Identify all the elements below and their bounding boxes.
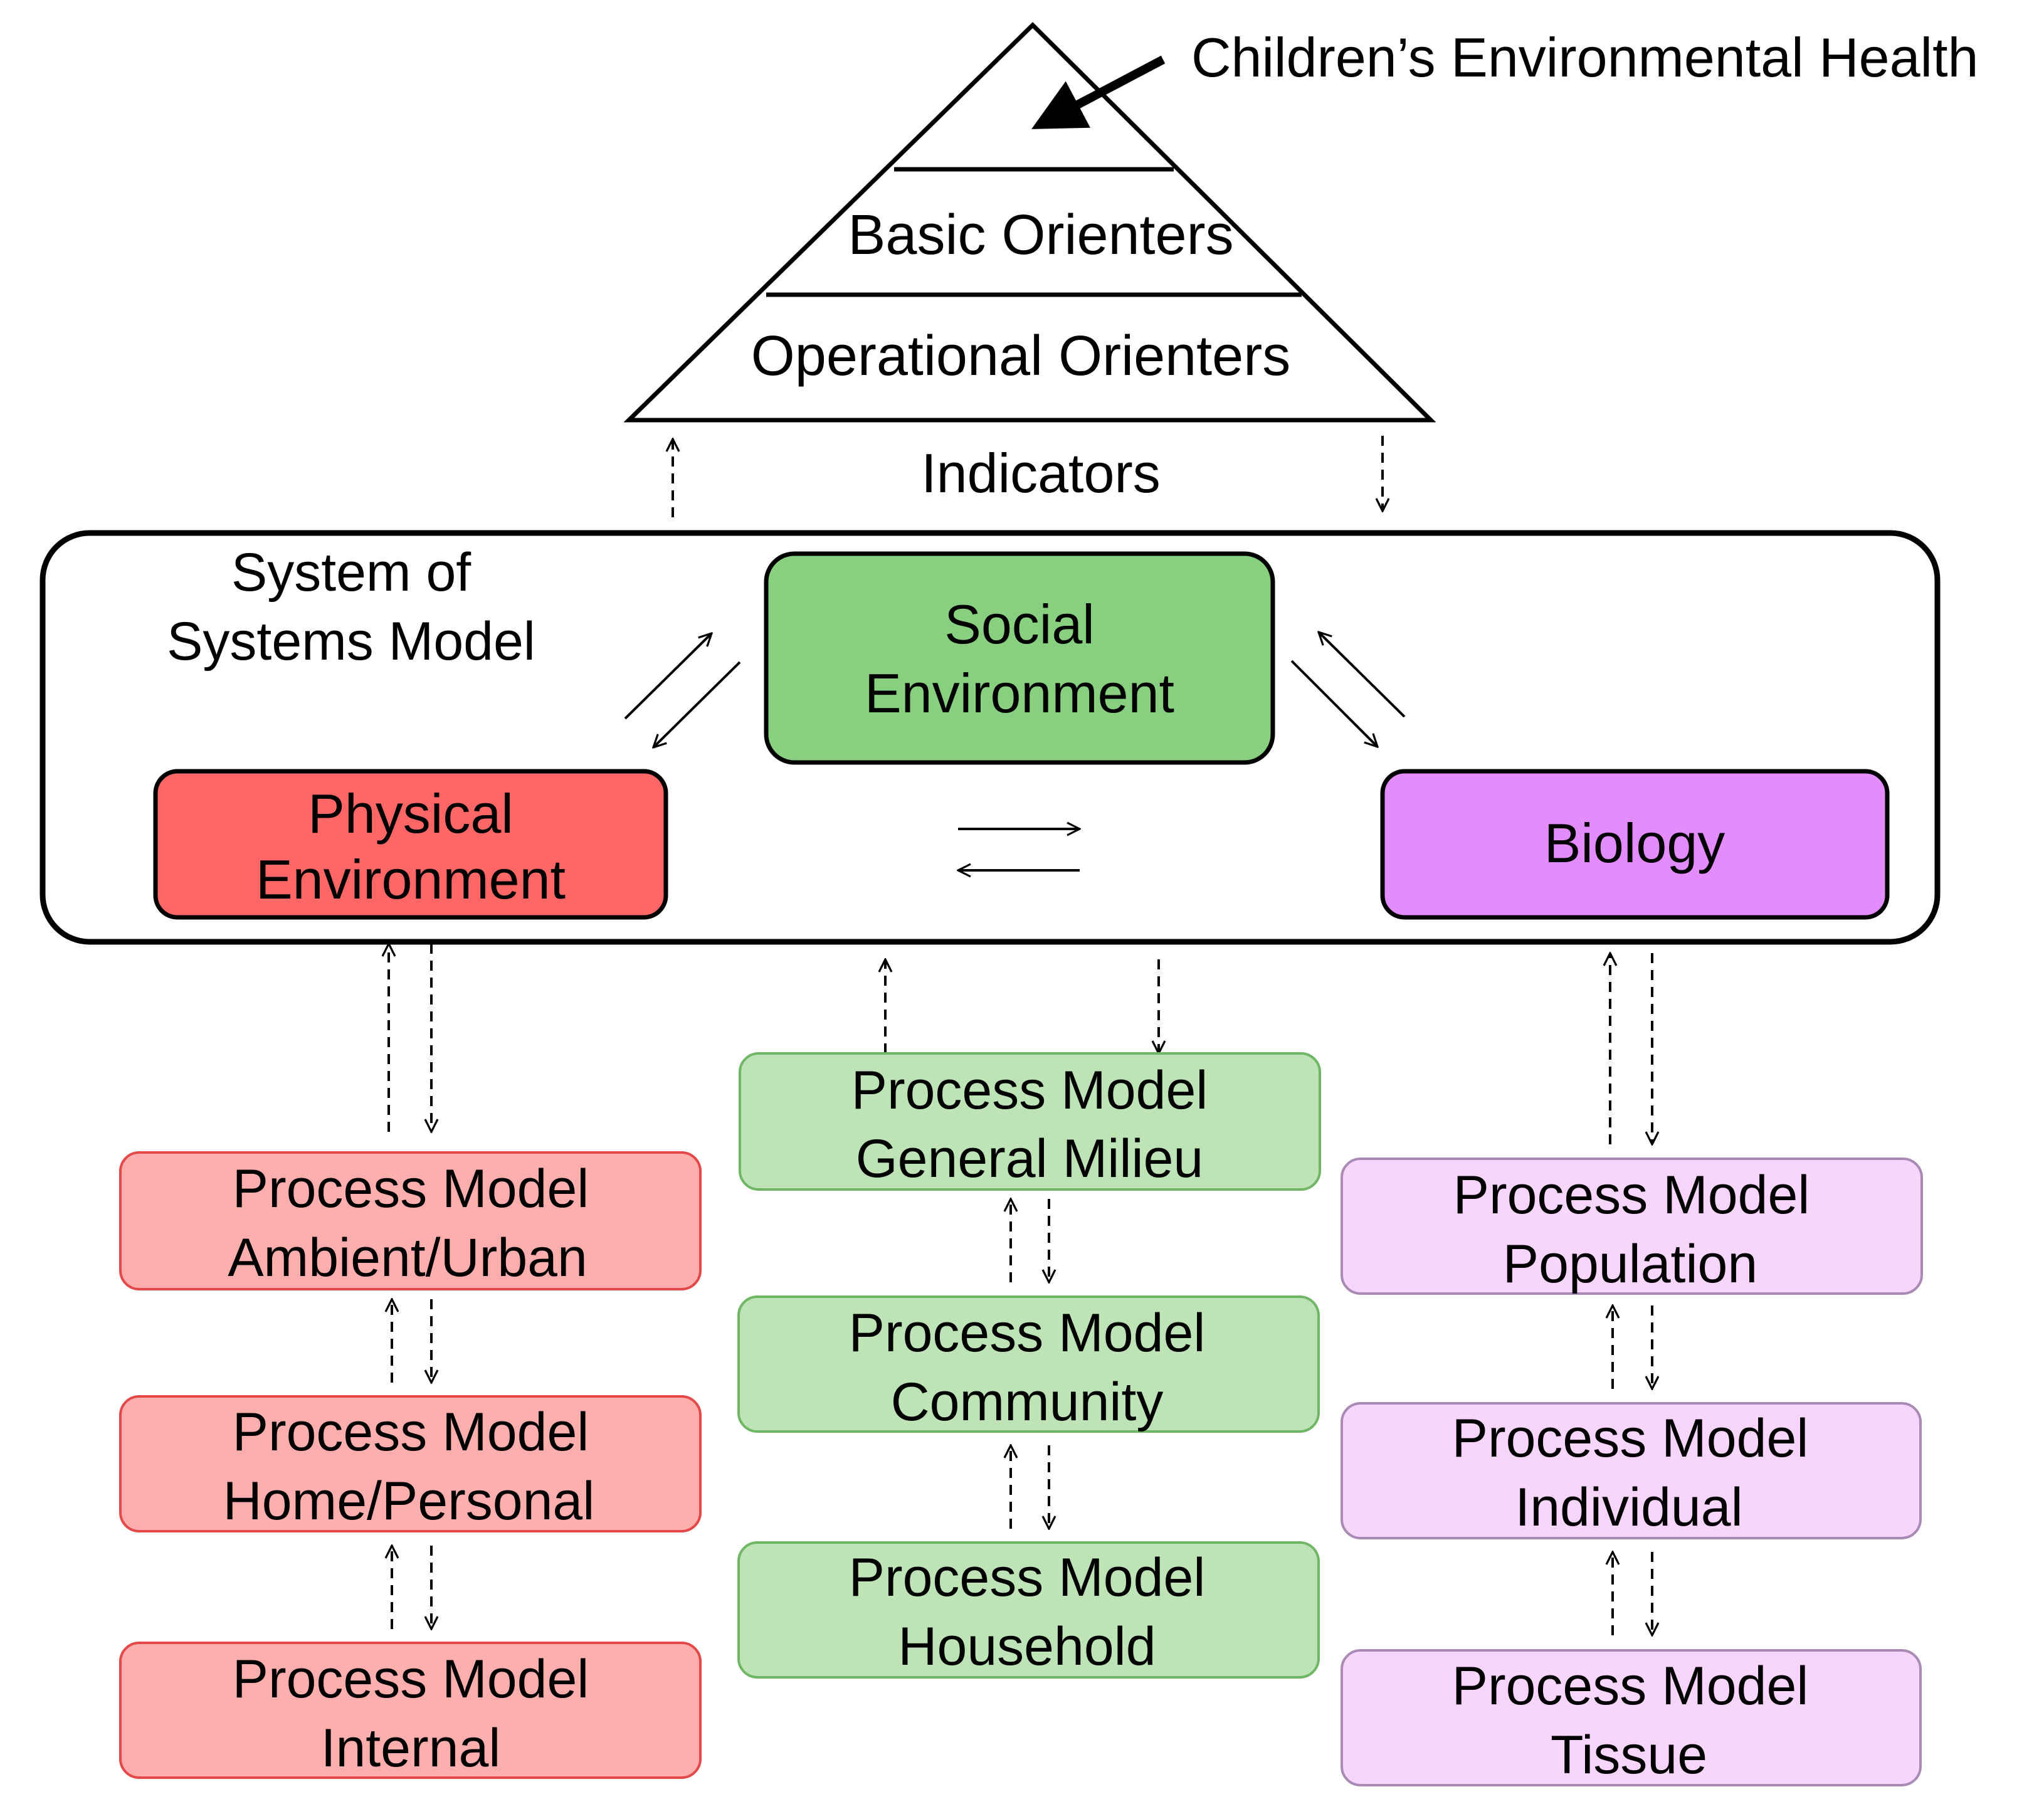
- process-model-box: [739, 1052, 1321, 1191]
- process-model-line1: Process Model: [233, 1159, 589, 1219]
- process-model-box: [1341, 1402, 1922, 1539]
- biology-box: Biology: [1380, 769, 1890, 920]
- system-title-line1: System of: [231, 542, 471, 603]
- process-model-line2: Tissue: [1551, 1725, 1707, 1785]
- process-model-community: Process Model Community: [737, 1295, 1320, 1433]
- process-model-box: [1341, 1649, 1922, 1786]
- process-model-line1: Process Model: [849, 1548, 1206, 1608]
- process-model-line2: Community: [891, 1372, 1164, 1432]
- process-model-box: [119, 1151, 702, 1290]
- process-model-line2: General Milieu: [856, 1129, 1203, 1189]
- physical-environment-line2: Environment: [256, 848, 566, 910]
- process-model-box: [1341, 1158, 1923, 1295]
- biology-to-social-arrow: [1319, 632, 1406, 718]
- process-model-population: Process Model Population: [1341, 1158, 1923, 1295]
- process-model-line2: Ambient/Urban: [228, 1228, 587, 1288]
- process-model-line1: Process Model: [1452, 1656, 1809, 1716]
- physical-environment-box: Physical Environment: [153, 769, 668, 920]
- pyramid-outline: [623, 22, 1436, 423]
- process-model-tissue: Process Model Tissue: [1341, 1649, 1922, 1786]
- indicators-label: Indicators: [921, 442, 1161, 504]
- process-model-general-milieu: Process Model General Milieu: [739, 1052, 1321, 1191]
- process-model-line2: Population: [1503, 1234, 1757, 1294]
- social-environment-line2: Environment: [865, 662, 1174, 724]
- basic-orienters-label: Basic Orienters: [848, 204, 1233, 266]
- process-model-line1: Process Model: [1453, 1165, 1810, 1225]
- social-to-biology-arrow: [1290, 660, 1378, 747]
- process-model-ambient-urban: Process Model Ambient/Urban: [119, 1151, 702, 1290]
- system-title-line2: Systems Model: [167, 611, 535, 672]
- social-environment-rect: [764, 551, 1275, 765]
- process-model-line1: Process Model: [1452, 1408, 1809, 1469]
- social-to-physical-arrow: [653, 661, 741, 747]
- social-process-models: Process Model General Milieu Process Mod…: [737, 1052, 1321, 1679]
- process-model-household: Process Model Household: [737, 1541, 1320, 1679]
- process-model-line1: Process Model: [851, 1060, 1208, 1121]
- process-model-line2: Internal: [321, 1718, 501, 1778]
- process-model-line1: Process Model: [849, 1303, 1206, 1363]
- biology-process-models: Process Model Population Process Model I…: [1341, 1158, 1923, 1786]
- process-model-box: [737, 1295, 1320, 1433]
- process-model-line2: Household: [898, 1616, 1156, 1677]
- process-model-box: [119, 1642, 702, 1779]
- social-environment-line1: Social: [944, 593, 1095, 655]
- biology-rect: [1380, 769, 1890, 920]
- process-model-home-personal: Process Model Home/Personal: [119, 1395, 702, 1532]
- process-model-individual: Process Model Individual: [1341, 1402, 1922, 1539]
- operational-orienters-label: Operational Orienters: [751, 325, 1290, 388]
- process-model-internal: Process Model Internal: [119, 1642, 702, 1779]
- apex-pointer-arrow: [1031, 55, 1166, 129]
- physical-environment-rect: [153, 769, 668, 920]
- physical-process-models: Process Model Ambient/Urban Process Mode…: [119, 1151, 702, 1779]
- biology-label: Biology: [1544, 812, 1725, 874]
- process-model-box: [737, 1541, 1320, 1679]
- childrens-environmental-health-label: Children’s Environmental Health: [1191, 26, 1978, 88]
- process-model-line2: Home/Personal: [223, 1471, 595, 1531]
- process-model-line1: Process Model: [233, 1402, 589, 1462]
- process-model-line2: Individual: [1515, 1477, 1742, 1537]
- social-environment-box: Social Environment: [764, 551, 1275, 765]
- physical-to-social-arrow: [624, 633, 712, 720]
- process-model-line1: Process Model: [233, 1649, 589, 1709]
- physical-environment-line1: Physical: [308, 783, 514, 845]
- orienters-pyramid: Basic Orienters Operational Orienters: [623, 22, 1436, 423]
- process-model-box: [119, 1395, 702, 1532]
